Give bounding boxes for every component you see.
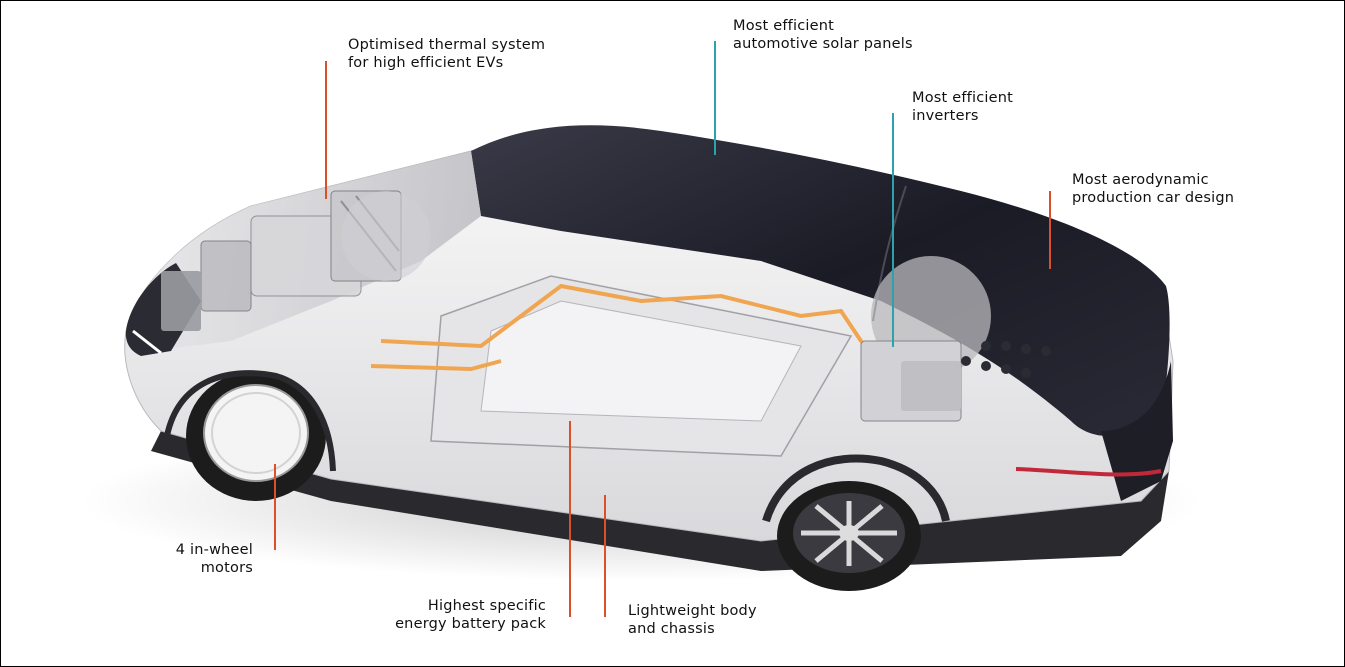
callout-battery-line-2: energy battery pack bbox=[395, 616, 546, 632]
front-wheel-arch bbox=[163, 370, 336, 472]
front-wheel bbox=[186, 371, 326, 501]
callout-battery-line-1: Highest specific bbox=[427, 598, 546, 614]
inverter-components bbox=[860, 340, 1051, 422]
callout-motors-line-2: motors bbox=[200, 560, 253, 576]
callout-solar-line-1: Most efficient bbox=[733, 18, 834, 34]
callout-inverters-line-1: Most efficient bbox=[912, 90, 1013, 106]
callout-aero-line-2: production car design bbox=[1072, 190, 1235, 206]
rear-section bbox=[1101, 361, 1173, 501]
leader-aero bbox=[1049, 191, 1051, 269]
callout-thermal: Optimised thermal system for high effici… bbox=[348, 36, 545, 72]
rear-wheel bbox=[777, 481, 921, 591]
callout-solar-line-2: automotive solar panels bbox=[733, 36, 913, 52]
callout-aero: Most aerodynamic production car design bbox=[1072, 171, 1234, 207]
callout-body-line-1: Lightweight body bbox=[628, 603, 757, 619]
callout-aero-line-1: Most aerodynamic bbox=[1072, 172, 1209, 188]
callout-thermal-line-2: for high efficient EVs bbox=[348, 55, 504, 71]
callout-inverters-line-2: inverters bbox=[912, 108, 979, 124]
leader-inverters bbox=[892, 113, 894, 347]
leader-thermal bbox=[325, 61, 327, 199]
tail-light bbox=[1015, 467, 1162, 477]
callout-body-line-2: and chassis bbox=[628, 621, 715, 637]
solar-roof bbox=[471, 125, 1170, 436]
battery-cables bbox=[380, 283, 883, 363]
leader-battery bbox=[569, 421, 571, 617]
callout-solar: Most efficient automotive solar panels bbox=[733, 17, 913, 53]
leader-body bbox=[604, 495, 606, 617]
callout-inverters: Most efficient inverters bbox=[912, 89, 1013, 125]
headlight bbox=[132, 329, 162, 355]
leader-motors bbox=[274, 464, 276, 550]
callout-battery: Highest specific energy battery pack bbox=[361, 597, 546, 633]
front-wheel-interior bbox=[341, 191, 431, 281]
leader-solar bbox=[714, 41, 716, 155]
callout-thermal-line-1: Optimised thermal system bbox=[348, 37, 546, 53]
battery-pack bbox=[370, 275, 883, 457]
rear-wheel-arch bbox=[762, 454, 950, 523]
callout-motors-line-1: 4 in-wheel bbox=[175, 542, 253, 558]
callout-motors: 4 in-wheel motors bbox=[141, 541, 253, 577]
callout-body: Lightweight body and chassis bbox=[628, 602, 757, 638]
